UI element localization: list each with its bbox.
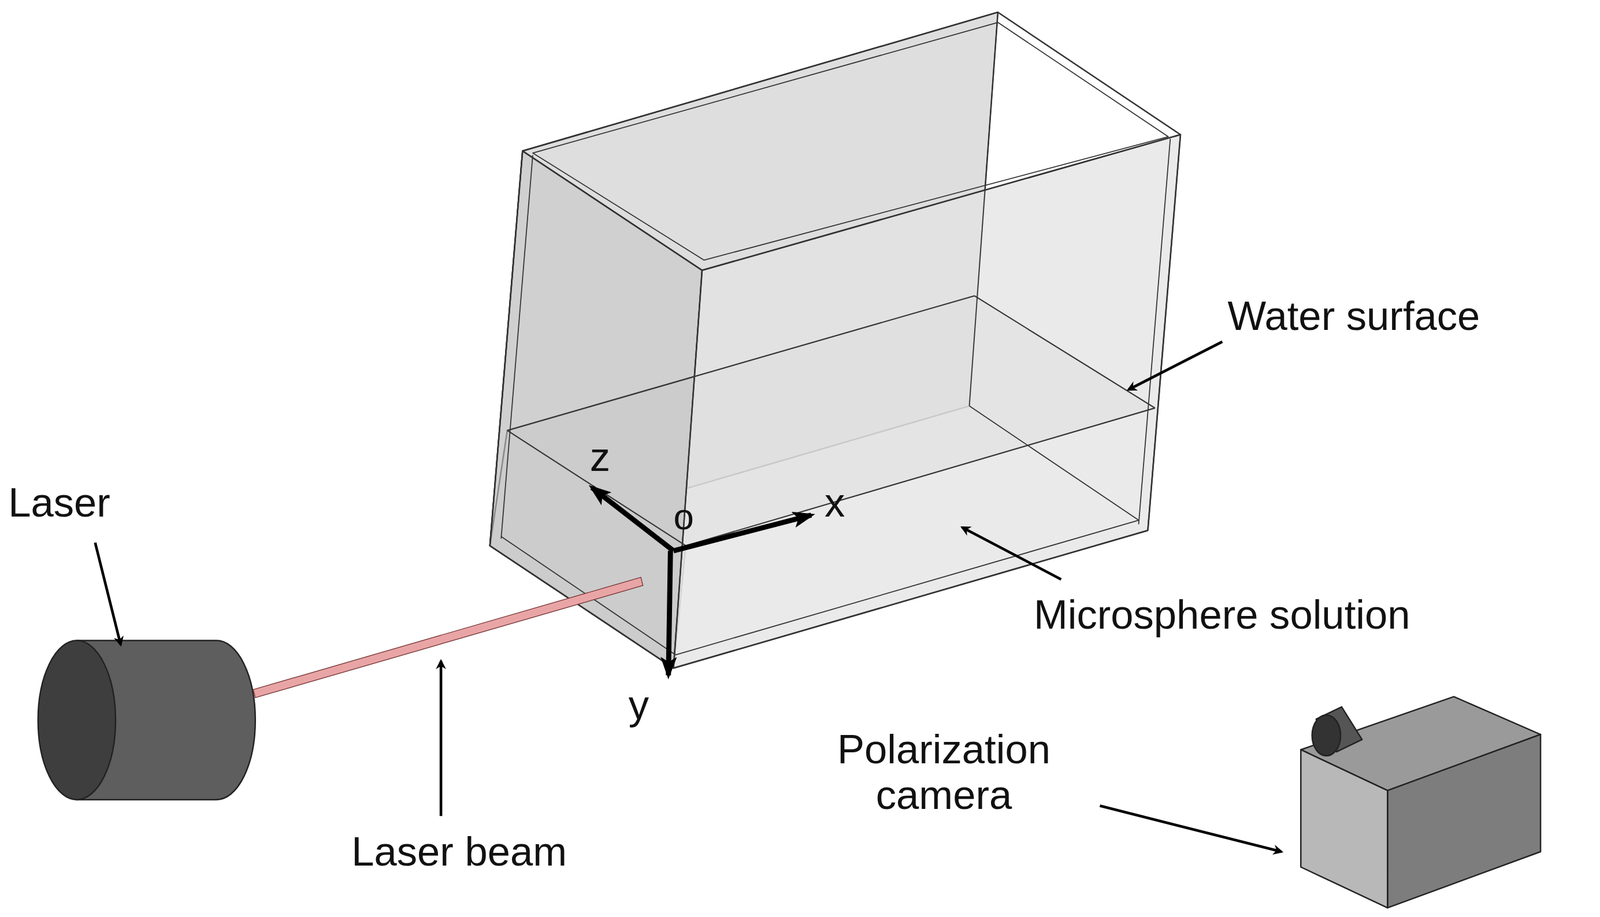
part-label: Laser beam	[351, 828, 567, 875]
part-label: Microsphere solution	[1033, 591, 1411, 638]
laser-source	[38, 640, 256, 800]
part-label: Polarization camera	[775, 726, 1113, 818]
polarization-camera	[1300, 696, 1541, 908]
axis-label: y	[628, 681, 649, 728]
part-label: Water surface	[1227, 292, 1480, 339]
axis-label: z	[589, 433, 611, 480]
axis-label: x	[824, 479, 845, 526]
axis-label: o	[673, 495, 694, 537]
water-tank	[489, 12, 1181, 668]
part-label: Laser	[8, 479, 111, 526]
laser-beam	[253, 577, 643, 698]
coordinate-axes	[591, 487, 812, 676]
